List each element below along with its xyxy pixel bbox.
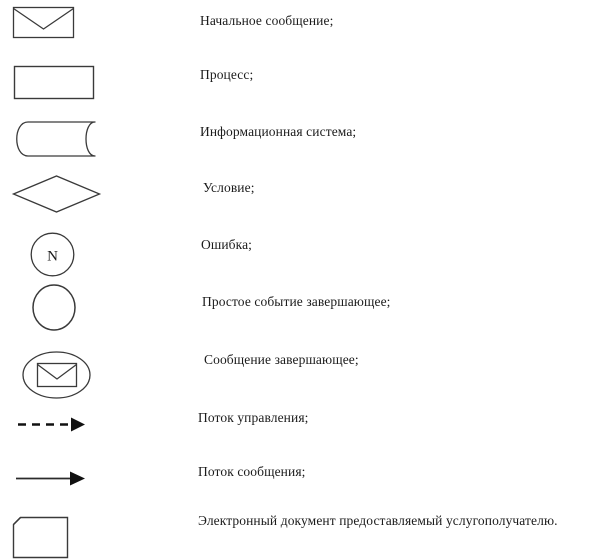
legend-row: Процесс; [0, 56, 610, 112]
legend-label: Информационная система; [200, 124, 357, 139]
start-message-envelope-icon [12, 6, 75, 39]
electronic-document-icon [12, 516, 69, 559]
legend-label: Процесс; [200, 67, 254, 82]
legend-row: Условие; [0, 170, 610, 225]
legend-label: Начальное сообщение; [200, 13, 334, 28]
legend-label: Простое событие завершающее; [202, 294, 391, 309]
end-message-circle-envelope-icon [22, 351, 91, 399]
legend-row: Простое событие завершающее; [0, 281, 610, 341]
condition-diamond-icon [11, 175, 102, 213]
legend-label: Сообщение завершающее; [204, 352, 359, 367]
information-system-tape-icon [16, 121, 96, 157]
legend-label: Условие; [203, 180, 255, 195]
legend-row: Начальное сообщение; [0, 0, 610, 56]
process-rectangle-icon [13, 65, 95, 100]
legend-row: Электронный документ предоставляемый усл… [0, 504, 610, 560]
error-circle-n-icon: N [30, 232, 75, 277]
legend-label: Поток сообщения; [198, 464, 306, 479]
error-circle-letter: N [47, 249, 58, 265]
solid-arrow-icon [16, 471, 85, 486]
legend-label: Электронный документ предоставляемый усл… [198, 513, 558, 528]
legend-row: N Ошибка; [0, 225, 610, 281]
legend-row: Информационная система; [0, 112, 610, 170]
legend-label: Поток управления; [198, 410, 309, 425]
legend-row: Сообщение завершающее; [0, 341, 610, 403]
end-event-circle-icon [32, 284, 76, 331]
dashed-arrow-icon [18, 417, 85, 432]
legend-row: Поток управления; [0, 403, 610, 456]
legend-row: Поток сообщения; [0, 456, 610, 504]
legend-label: Ошибка; [201, 237, 253, 252]
